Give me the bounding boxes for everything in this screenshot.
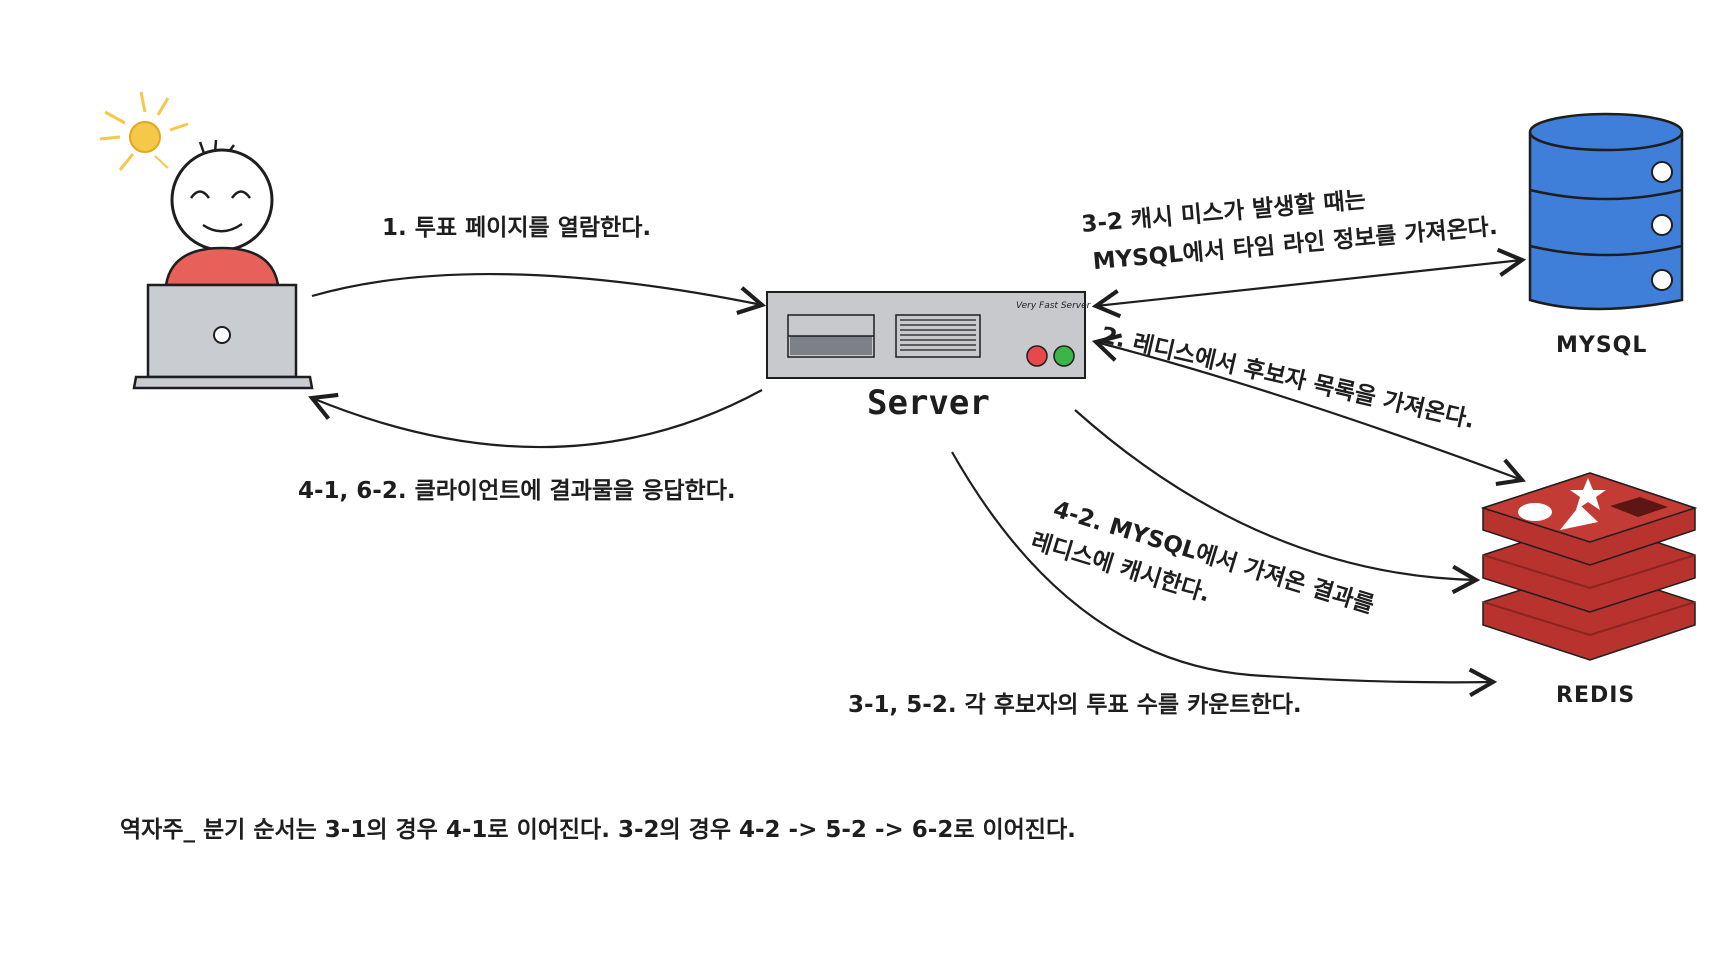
mysql-database-icon bbox=[1528, 112, 1684, 311]
edge-cache-result bbox=[1074, 409, 1481, 595]
server-green-light bbox=[1053, 345, 1075, 367]
redis-icon bbox=[1480, 472, 1698, 661]
edge-open-page bbox=[311, 272, 767, 315]
edge-cache-miss bbox=[1091, 247, 1527, 319]
label-respond-client: 4-1, 6-2. 클라이언트에 결과물을 응답한다. bbox=[298, 478, 736, 504]
sun-icon bbox=[99, 91, 189, 171]
server-brand: Very Fast Server bbox=[1016, 301, 1092, 311]
label-count-votes: 3-1, 5-2. 각 후보자의 투표 수를 카운트한다. bbox=[848, 692, 1302, 718]
edge-count-votes bbox=[951, 451, 1498, 698]
server-red-light bbox=[1026, 345, 1048, 367]
label-fetch-candidates: 2. 레디스에서 후보자 목록을 가져온다. bbox=[1098, 322, 1477, 433]
redis-label: REDIS bbox=[1556, 683, 1635, 708]
edge-fetch-candidates bbox=[1091, 333, 1526, 487]
server-label: Server bbox=[867, 383, 990, 423]
laptop-icon bbox=[132, 283, 314, 390]
user-icon bbox=[99, 91, 314, 390]
label-open-page: 1. 투표 페이지를 열람한다. bbox=[382, 215, 651, 241]
footnote: 역자주_ 분기 순서는 3-1의 경우 4-1로 이어진다. 3-2의 경우 4… bbox=[120, 817, 1076, 843]
server-node: Very Fast Server bbox=[766, 291, 1092, 379]
mysql-label: MYSQL bbox=[1556, 333, 1647, 358]
edge-respond-client bbox=[308, 389, 763, 449]
